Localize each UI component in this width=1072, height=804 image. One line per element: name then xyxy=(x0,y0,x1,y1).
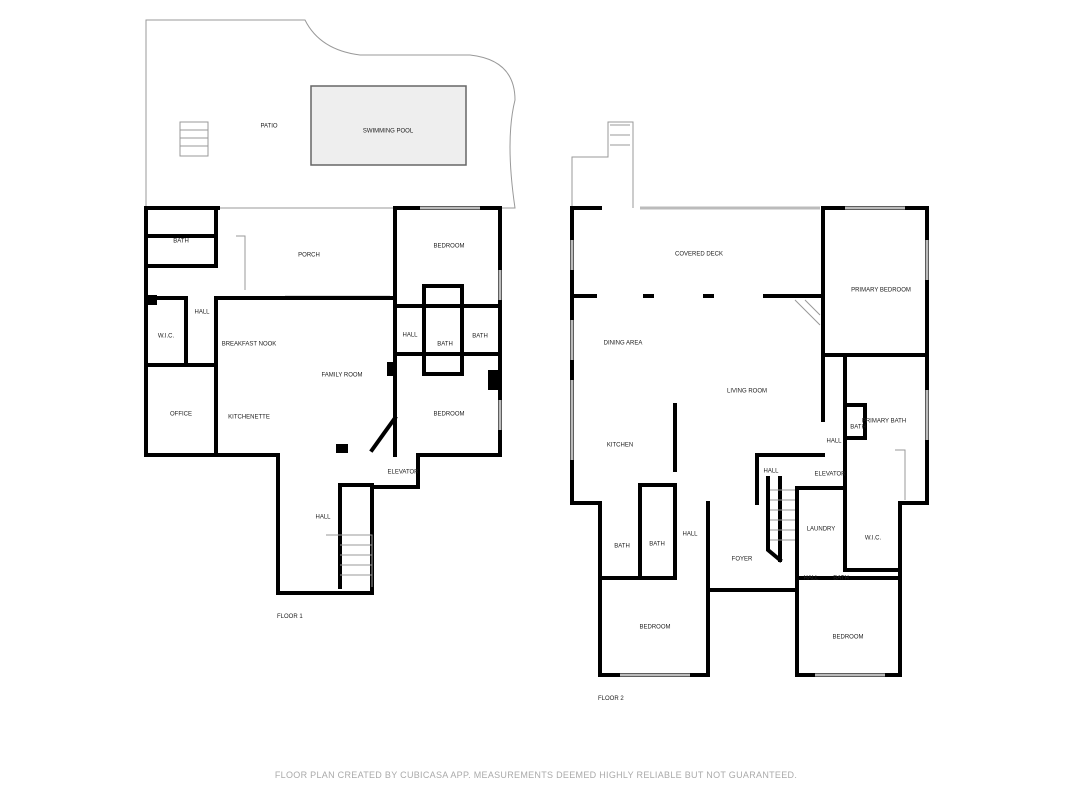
room-label-hall: HALL xyxy=(194,310,210,316)
room-label-hall: HALL xyxy=(763,469,779,475)
room-label-bedroom: BEDROOM xyxy=(433,412,464,418)
room-label-family-room: FAMILY ROOM xyxy=(321,373,362,379)
room-label-bedroom: BEDROOM xyxy=(639,625,670,631)
footer-disclaimer: FLOOR PLAN CREATED BY CUBICASA APP. MEAS… xyxy=(275,770,797,780)
room-label-kitchenette: KITCHENETTE xyxy=(228,415,270,421)
floor-2-label: FLOOR 2 xyxy=(598,696,624,702)
room-label-hall: HALL xyxy=(402,333,418,339)
swimming-pool xyxy=(310,85,467,166)
room-label-breakfast-nook: BREAKFAST NOOK xyxy=(222,342,277,348)
room-label-bath: BATH xyxy=(437,342,453,348)
room-label-wic: W.I.C. xyxy=(158,334,175,340)
room-label-hall: HALL xyxy=(826,439,842,445)
room-label-elevator: ELEVATOR xyxy=(814,472,846,478)
room-label-hall: HALL xyxy=(803,576,819,582)
room-label-dining-area: DINING AREA xyxy=(604,341,643,347)
room-label-bath: BATH xyxy=(472,334,488,340)
room-label-primary-bath: PRIMARY BATH xyxy=(862,419,906,425)
patio-stairs xyxy=(179,121,209,157)
room-label-primary-bedroom: PRIMARY BEDROOM xyxy=(851,288,911,294)
room-label-bedroom: BEDROOM xyxy=(433,244,464,250)
room-label-porch: PORCH xyxy=(298,253,320,259)
room-label-bath: BATH xyxy=(614,544,630,550)
floor-1-label: FLOOR 1 xyxy=(277,614,303,620)
room-label-bath: BATH xyxy=(850,425,866,431)
room-label-office: OFFICE xyxy=(170,412,192,418)
room-label-kitchen: KITCHEN xyxy=(607,443,633,449)
room-label-living-room: LIVING ROOM xyxy=(727,389,767,395)
room-label-foyer: FOYER xyxy=(732,557,753,563)
floor-1-plan xyxy=(144,19,516,595)
floor-2-plan xyxy=(570,121,929,677)
room-label-wic: W.I.C. xyxy=(865,536,882,542)
room-label-covered-deck: COVERED DECK xyxy=(675,252,723,258)
room-label-hall: HALL xyxy=(682,532,698,538)
room-label-hall: HALL xyxy=(315,515,331,521)
exterior-wall xyxy=(570,206,929,677)
room-label-elevator: ELEVATOR xyxy=(387,470,419,476)
room-label-bath: BATH xyxy=(833,576,849,582)
room-label-bath: BATH xyxy=(649,542,665,548)
room-label-bedroom: BEDROOM xyxy=(832,635,863,641)
patio-outline xyxy=(145,19,516,209)
room-label-laundry: LAUNDRY xyxy=(807,527,836,533)
room-label-swimming-pool: SWIMMING POOL xyxy=(363,129,414,135)
room-label-patio: PATIO xyxy=(260,124,277,130)
room-label-bath: BATH xyxy=(173,239,189,245)
